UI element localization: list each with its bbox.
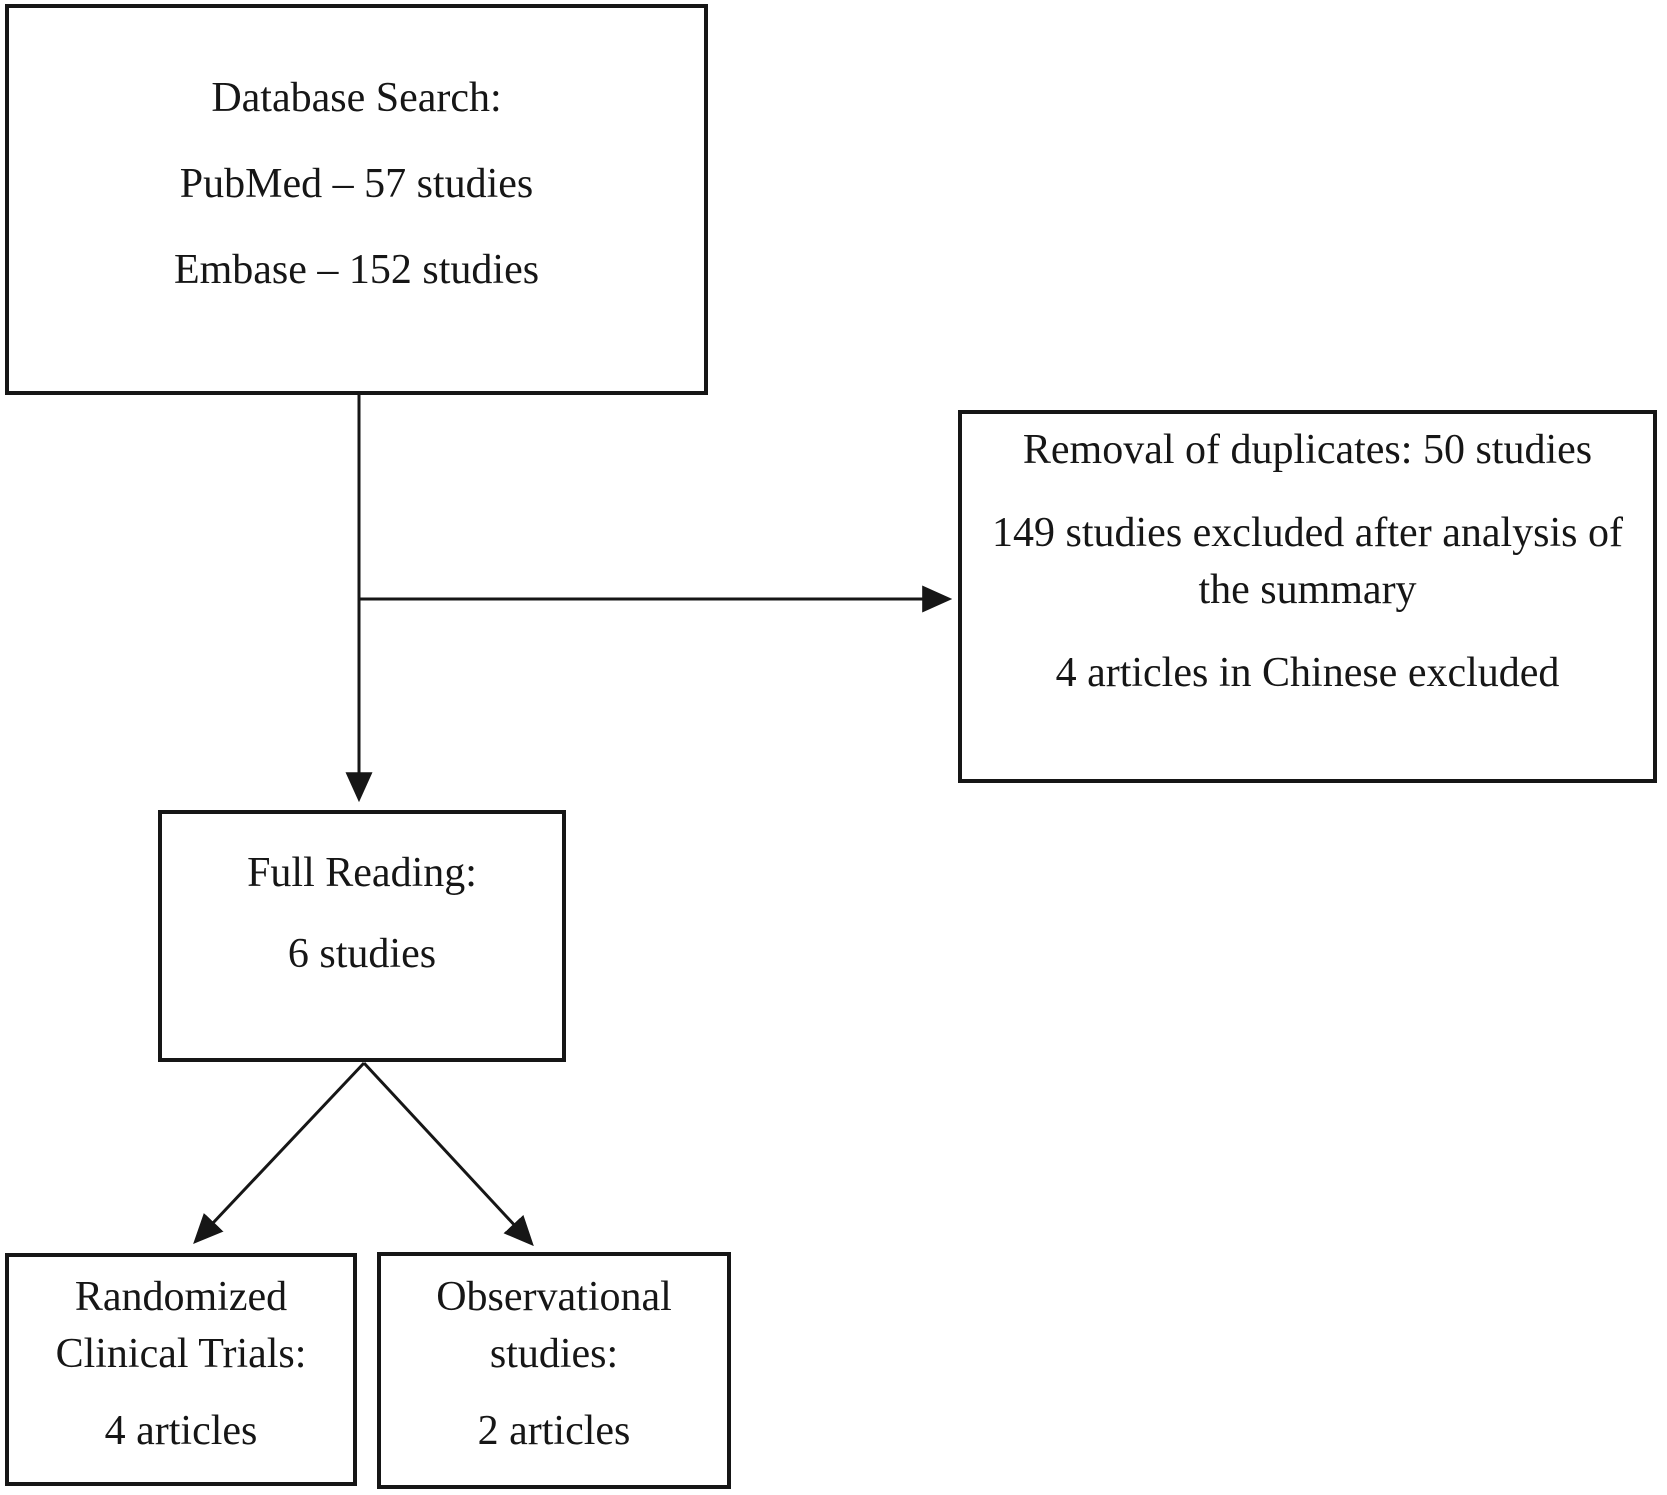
full-reading-title: Full Reading: (247, 850, 477, 896)
excluded-after-analysis-line1: 149 studies excluded after analysis of (992, 510, 1623, 556)
full-reading-count: 6 studies (287, 931, 437, 977)
arrow-fullreading-to-rct (193, 1061, 366, 1245)
rct-title-line2: Clinical Trials: (55, 1331, 307, 1377)
exclusions-box: Removal of duplicates: 50 studies 149 st… (958, 410, 1657, 783)
excluded-after-analysis-line2: the summary (1198, 567, 1417, 613)
randomized-clinical-trials-box: Randomized Clinical Trials: 4 articles (5, 1253, 357, 1486)
pubmed-count: PubMed – 57 studies (179, 161, 534, 207)
observational-title-line2: studies: (489, 1331, 619, 1377)
full-reading-box: Full Reading: 6 studies (158, 810, 566, 1062)
chinese-articles-excluded-line: 4 articles in Chinese excluded (1055, 650, 1560, 696)
observational-count: 2 articles (477, 1408, 631, 1454)
rct-title-line1: Randomized (74, 1274, 288, 1320)
arrow-fullreading-to-observational (362, 1061, 534, 1247)
embase-count: Embase – 152 studies (173, 247, 540, 293)
database-search-box: Database Search: PubMed – 57 studies Emb… (5, 4, 708, 395)
rct-count: 4 articles (104, 1408, 258, 1454)
observational-title-line1: Observational (436, 1274, 672, 1320)
observational-studies-box: Observational studies: 2 articles (377, 1252, 731, 1489)
database-search-title: Database Search: (211, 75, 502, 121)
duplicates-removed-line: Removal of duplicates: 50 studies (1022, 427, 1593, 473)
